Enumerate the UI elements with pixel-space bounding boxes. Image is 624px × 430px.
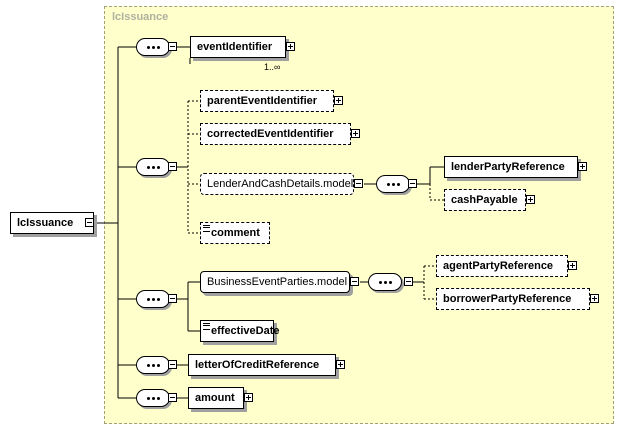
collapse-icon[interactable] [168,162,177,171]
collapse-icon[interactable] [168,294,177,303]
element-letterOfCreditReference[interactable]: letterOfCreditReference [188,354,336,376]
element-label: amount [195,392,235,404]
group-BusinessEventParties[interactable]: BusinessEventParties.model [200,271,350,293]
expand-icon[interactable] [578,162,587,171]
element-label: letterOfCreditReference [195,359,320,371]
group-LenderAndCashDetails[interactable]: LenderAndCashDetails.model [200,173,354,195]
sequence-compositor [136,389,170,407]
sequence-compositor [136,356,170,374]
element-correctedEventIdentifier[interactable]: correctedEventIdentifier [200,123,351,145]
collapse-icon[interactable] [168,360,177,369]
sequence-compositor [136,158,170,176]
sequence-compositor [136,290,170,308]
element-label: lenderPartyReference [451,161,565,173]
element-cashPayable[interactable]: cashPayable [444,189,526,211]
annotation-icon [203,323,210,330]
element-lenderPartyReference[interactable]: lenderPartyReference [444,156,578,178]
element-label: comment [211,227,260,239]
sequence-icon [146,363,161,367]
sequence-icon [146,396,161,400]
collapse-icon[interactable] [168,393,177,402]
element-effectiveDate[interactable]: effectiveDate [200,320,279,342]
expand-icon[interactable] [334,96,343,105]
element-label: agentPartyReference [443,260,554,272]
occurrence-label: 1..∞ [264,62,281,72]
expand-icon[interactable] [286,42,295,51]
element-label: borrowerPartyReference [443,293,572,305]
root-element-label: lcIssuance [17,217,74,229]
collapse-icon[interactable] [350,277,359,286]
expand-icon[interactable] [351,129,360,138]
element-label: eventIdentifier [197,41,273,53]
complex-type-title: lcIssuance [112,11,169,23]
sequence-icon [386,182,401,186]
collapse-icon[interactable] [354,179,363,188]
sequence-icon [146,297,161,301]
element-amount[interactable]: amount [188,387,244,409]
sequence-compositor [136,38,170,56]
root-element[interactable]: lcIssuance [10,212,94,234]
expand-icon[interactable] [526,195,535,204]
element-parentEventIdentifier[interactable]: parentEventIdentifier [200,90,334,112]
element-label: cashPayable [451,194,518,206]
collapse-icon[interactable] [404,277,413,286]
expand-icon[interactable] [244,393,253,402]
collapse-icon[interactable] [408,179,417,188]
expand-icon[interactable] [336,360,345,369]
sequence-compositor [376,175,410,193]
collapse-icon[interactable] [168,42,177,51]
expand-icon[interactable] [590,294,599,303]
element-agentPartyReference[interactable]: agentPartyReference [436,255,568,277]
element-label: effectiveDate [211,325,280,337]
element-eventIdentifier[interactable]: eventIdentifier [190,36,286,58]
collapse-icon[interactable] [85,218,94,227]
annotation-icon [203,225,210,232]
element-comment[interactable]: comment [200,222,270,244]
group-label: LenderAndCashDetails.model [207,178,354,190]
sequence-icon [146,165,161,169]
expand-icon[interactable] [568,261,577,270]
group-label: BusinessEventParties.model [207,276,348,288]
sequence-icon [378,280,393,284]
element-borrowerPartyReference[interactable]: borrowerPartyReference [436,288,590,310]
element-label: parentEventIdentifier [207,95,318,107]
element-label: correctedEventIdentifier [207,128,334,140]
sequence-icon [146,45,161,49]
sequence-compositor [368,273,402,291]
